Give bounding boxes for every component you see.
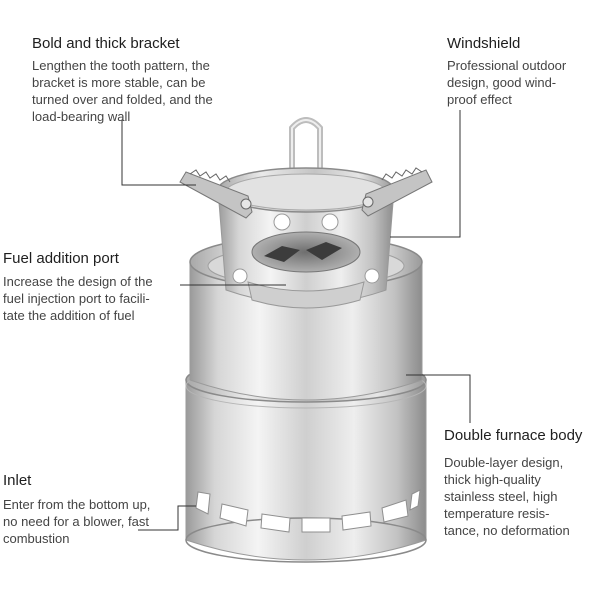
callout-bracket-desc-line: load-bearing wall (32, 109, 131, 124)
leader-line-inlet (138, 505, 196, 531)
callout-fuel-port-desc-line: Increase the design of the (3, 274, 153, 289)
callout-bracket: Bold and thick bracket Lengthen the toot… (32, 34, 213, 125)
handle (289, 117, 323, 170)
callout-fuel-port-desc-line: fuel injection port to facili- (3, 291, 150, 306)
callout-furnace-desc-line: tance, no deformation (444, 523, 570, 538)
callout-windshield-title: Windshield (447, 35, 521, 52)
callout-inlet-desc-line: combustion (3, 531, 70, 546)
callout-inlet-desc-line: Enter from the bottom up, (3, 497, 151, 512)
callout-furnace-title: Double furnace body (444, 427, 583, 444)
callout-furnace-desc-line: temperature resis- (444, 506, 550, 521)
callout-furnace-desc-line: thick high-quality (444, 472, 541, 487)
leader-line-windshield (390, 110, 461, 238)
callout-bracket-desc-line: turned over and folded, and the (32, 92, 213, 107)
leader-line-furnace (406, 374, 471, 423)
callout-inlet-title: Inlet (3, 472, 32, 489)
callout-fuel-port: Fuel addition port Increase the design o… (3, 249, 153, 324)
callout-fuel-port-title: Fuel addition port (3, 250, 119, 267)
leader-lines (121, 110, 471, 531)
callout-windshield-desc-line: design, good wind- (447, 75, 557, 90)
fuel-port (247, 231, 365, 309)
callout-windshield-desc-line: proof effect (447, 92, 512, 107)
callout-windshield: Windshield Professional outdoor design, … (447, 34, 566, 108)
bracket-right (361, 167, 433, 217)
callout-windshield-desc-line: Professional outdoor (447, 58, 567, 73)
callout-inlet: Inlet Enter from the bottom up, no need … (3, 471, 150, 547)
callout-inlet-desc-line: no need for a blower, fast (3, 514, 149, 529)
callout-furnace-desc-line: Double-layer design, (444, 455, 564, 470)
callout-furnace: Double furnace body Double-layer design,… (444, 426, 582, 539)
callout-bracket-desc-line: Lengthen the tooth pattern, the (32, 58, 210, 73)
callout-fuel-port-desc-line: tate the addition of fuel (3, 308, 135, 323)
callout-bracket-title: Bold and thick bracket (32, 35, 180, 52)
bracket-left (179, 169, 253, 219)
inlet-slots (195, 489, 421, 533)
callout-bracket-desc-line: bracket is more stable, can be (32, 75, 206, 90)
leader-line-bracket (121, 120, 196, 186)
callout-furnace-desc-line: stainless steel, high (444, 489, 558, 504)
